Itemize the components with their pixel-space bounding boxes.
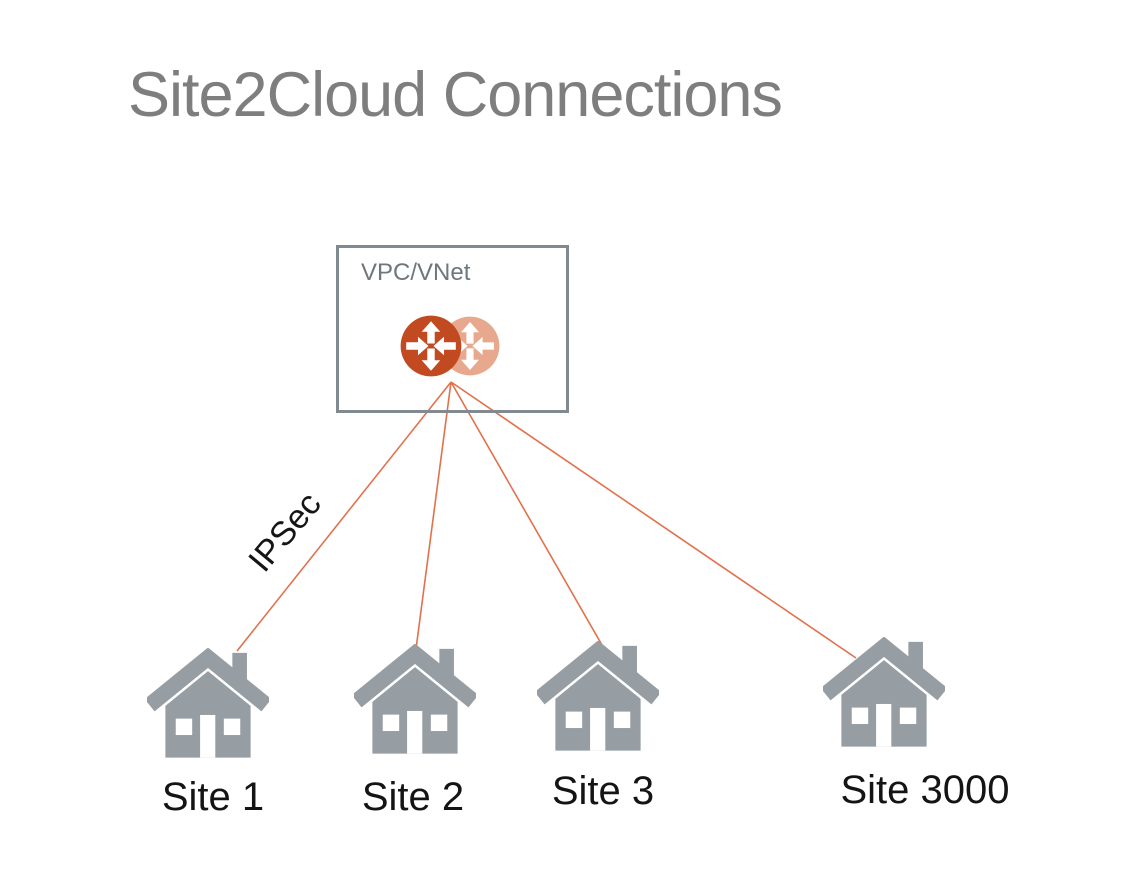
connection-line-site2 [415, 381, 452, 650]
house-icon [147, 648, 269, 758]
house-icon [354, 644, 476, 754]
site-label: Site 2 [361, 775, 465, 819]
vpc-vnet-box: VPC/VNet [336, 245, 569, 413]
site-label: Site 1 [161, 775, 265, 819]
connection-line-site3 [450, 381, 611, 660]
router-icon-front [400, 315, 462, 377]
page-title: Site2Cloud Connections [128, 60, 783, 130]
site-label: Site 3000 [840, 768, 1010, 812]
vpc-vnet-label: VPC/VNet [361, 259, 471, 286]
site-label: Site 3 [551, 769, 655, 813]
connection-line-site3000 [450, 381, 857, 659]
connection-line-site1 [236, 381, 452, 652]
house-icon [537, 641, 659, 751]
house-icon [823, 637, 945, 747]
